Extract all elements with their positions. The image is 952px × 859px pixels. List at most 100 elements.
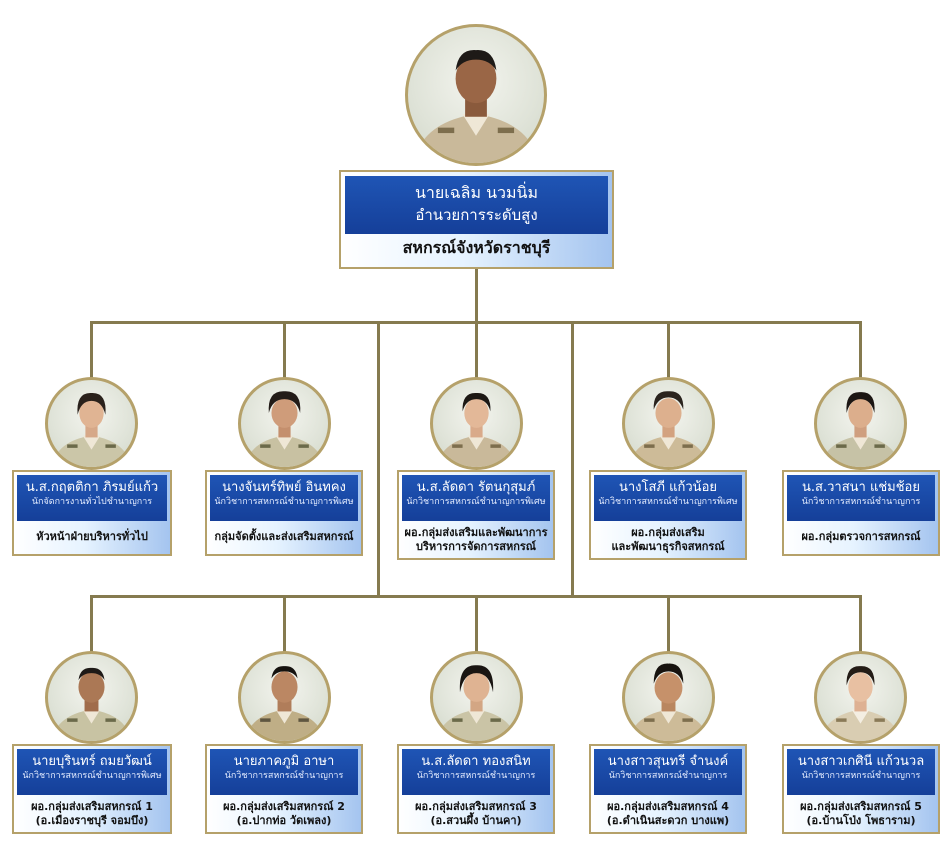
person-portrait-icon [820,666,901,741]
row2-unit-4-line-2: (อ.ดำเนินสะดวก บางแพ) [606,814,730,827]
director-position: อำนวยการระดับสูง [415,206,538,224]
row2-position-4: นักวิชาการสหกรณ์ชำนาญการ [608,771,728,781]
row1-unit-5: ผอ.กลุ่มตรวจการสหกรณ์ [786,530,936,544]
row1-position-2: นักวิชาการสหกรณ์ชำนาญการพิเศษ [214,497,354,507]
row2-unit-3-line-2: (อ.สวนผึ้ง บ้านคา) [430,814,522,827]
row2-unit-1: ผอ.กลุ่มส่งเสริมสหกรณ์ 1 (อ.เมืองราชบุรี… [16,800,168,828]
row1-photo-4 [622,377,715,470]
person-portrait-icon [628,663,709,741]
director-card: นายเฉลิม นวมนิ่ม อำนวยการระดับสูง สหกรณ์… [339,170,614,269]
row1-unit-4-line-2: และพัฒนาธุรกิจสหกรณ์ [611,540,725,553]
person-portrait-icon [436,393,517,467]
row1-card-1-header: น.ส.กฤตติกา ภิรมย์แก้ว นักจัดการงานทั่วไ… [17,475,167,521]
row1-unit-4: ผอ.กลุ่มส่งเสริม และพัฒนาธุรกิจสหกรณ์ [593,526,743,554]
row2-unit-2-line-1: ผอ.กลุ่มส่งเสริมสหกรณ์ 2 [223,800,345,813]
row1-card-4-header: นางโสภี แก้วน้อย นักวิชาการสหกรณ์ชำนาญกา… [594,475,742,521]
row1-card-4: นางโสภี แก้วน้อย นักวิชาการสหกรณ์ชำนาญกา… [589,470,747,560]
row2-position-1: นักวิชาการสหกรณ์ชำนาญการพิเศษ [22,771,162,781]
row2-card-1-header: นายบุรินทร์ ถมยวัฒน์ นักวิชาการสหกรณ์ชำน… [17,749,167,795]
row2-unit-1-line-1: ผอ.กลุ่มส่งเสริมสหกรณ์ 1 [31,800,153,813]
row2-card-1: นายบุรินทร์ ถมยวัฒน์ นักวิชาการสหกรณ์ชำน… [12,744,172,834]
row1-name-1: น.ส.กฤตติกา ภิรมย์แก้ว [25,480,159,495]
row1-photo-2 [238,377,331,470]
row2-photo-2 [238,651,331,744]
row2-unit-5: ผอ.กลุ่มส่งเสริมสหกรณ์ 5 (อ.บ้านโป่ง โพธ… [786,800,936,828]
row1-position-1: นักจัดการงานทั่วไปชำนาญการ [31,497,153,507]
person-portrait-icon [436,665,517,741]
connector-row2-drop-2 [283,595,286,653]
row1-card-5: น.ส.วาสนา แช่มช้อย นักวิชาการสหกรณ์ชำนาญ… [782,470,940,556]
row1-unit-3-line-2: บริหารการจัดการสหกรณ์ [415,540,537,553]
row2-position-3: นักวิชาการสหกรณ์ชำนาญการ [416,771,536,781]
connector-row1-drop-3 [475,321,478,379]
row1-unit-2-line-1: กลุ่มจัดตั้งและส่งเสริมสหกรณ์ [214,530,354,543]
row2-photo-1 [45,651,138,744]
director-name: นายเฉลิม นวมนิ่ม [414,183,539,202]
row2-name-1: นายบุรินทร์ ถมยวัฒน์ [32,754,152,769]
row1-name-2: นางจันทร์ทิพย์ อินทคง [222,480,346,495]
row1-position-5: นักวิชาการสหกรณ์ชำนาญการ [801,497,921,507]
row2-card-3-header: น.ส.ลัดดา ทองสนิท นักวิชาการสหกรณ์ชำนาญก… [402,749,550,795]
row2-card-5-header: นางสาวเกศินี แก้วนวล นักวิชาการสหกรณ์ชำน… [787,749,935,795]
row2-unit-1-line-2: (อ.เมืองราชบุรี จอมบึง) [35,814,149,827]
row2-unit-5-line-1: ผอ.กลุ่มส่งเสริมสหกรณ์ 5 [800,800,922,813]
connector-row2-drop-3 [475,595,478,653]
row1-photo-1 [45,377,138,470]
row1-unit-1: หัวหน้าฝ่ายบริหารทั่วไป [16,530,168,544]
row1-name-3: น.ส.ลัดดา รัตนกุสุมภ์ [416,480,536,495]
row2-card-2: นายภาคภูมิ อาษา นักวิชาการสหกรณ์ชำนาญการ… [205,744,363,834]
row2-position-2: นักวิชาการสหกรณ์ชำนาญการ [224,771,344,781]
director-photo [405,24,547,166]
row1-photo-3 [430,377,523,470]
director-unit: สหกรณ์จังหวัดราชบุรี [402,238,551,257]
row2-card-4-header: นางสาวสุนทรี จำนงค์ นักวิชาการสหกรณ์ชำนา… [594,749,742,795]
row1-unit-5-line-1: ผอ.กลุ่มตรวจการสหกรณ์ [801,530,921,543]
connector-row1-drop-2 [283,321,286,379]
connector-row1-drop-1 [90,321,93,379]
person-portrait-icon [628,391,709,467]
row1-photo-5 [814,377,907,470]
row2-card-5: นางสาวเกศินี แก้วนวล นักวิชาการสหกรณ์ชำน… [782,744,940,834]
row2-unit-3: ผอ.กลุ่มส่งเสริมสหกรณ์ 3 (อ.สวนผึ้ง บ้าน… [401,800,551,828]
row1-card-1: น.ส.กฤตติกา ภิรมย์แก้ว นักจัดการงานทั่วไ… [12,470,172,556]
row1-name-4: นางโสภี แก้วน้อย [618,480,717,495]
row1-card-3: น.ส.ลัดดา รัตนกุสุมภ์ นักวิชาการสหกรณ์ชำ… [397,470,555,560]
connector-row2-drop-4 [667,595,670,653]
row1-card-2-header: นางจันทร์ทิพย์ อินทคง นักวิชาการสหกรณ์ชำ… [210,475,358,521]
row1-position-3: นักวิชาการสหกรณ์ชำนาญการพิเศษ [406,497,546,507]
person-portrait-icon [244,391,325,467]
row1-unit-3-line-1: ผอ.กลุ่มส่งเสริมและพัฒนาการ [404,526,548,539]
row2-unit-4: ผอ.กลุ่มส่งเสริมสหกรณ์ 4 (อ.ดำเนินสะดวก … [593,800,743,828]
row1-card-5-header: น.ส.วาสนา แช่มช้อย นักวิชาการสหกรณ์ชำนาญ… [787,475,935,521]
row1-name-5: น.ส.วาสนา แช่มช้อย [802,480,920,495]
row2-name-3: น.ส.ลัดดา ทองสนิท [421,754,531,769]
row2-photo-4 [622,651,715,744]
row2-card-3: น.ส.ลัดดา ทองสนิท นักวิชาการสหกรณ์ชำนาญก… [397,744,555,834]
row2-unit-3-line-1: ผอ.กลุ่มส่งเสริมสหกรณ์ 3 [415,800,537,813]
connector-trunk-right [571,321,574,597]
row2-unit-4-line-1: ผอ.กลุ่มส่งเสริมสหกรณ์ 4 [607,800,729,813]
row1-unit-2: กลุ่มจัดตั้งและส่งเสริมสหกรณ์ [209,530,359,544]
row2-unit-5-line-2: (อ.บ้านโป่ง โพธาราม) [806,814,916,827]
row2-name-5: นางสาวเกศินี แก้วนวล [797,754,925,769]
person-portrait-icon [51,393,132,467]
row1-position-4: นักวิชาการสหกรณ์ชำนาญการพิเศษ [598,497,738,507]
row1-card-3-header: น.ส.ลัดดา รัตนกุสุมภ์ นักวิชาการสหกรณ์ชำ… [402,475,550,521]
row2-unit-2: ผอ.กลุ่มส่งเสริมสหกรณ์ 2 (อ.ปากท่อ วัดเพ… [209,800,359,828]
row1-card-2: นางจันทร์ทิพย์ อินทคง นักวิชาการสหกรณ์ชำ… [205,470,363,556]
person-portrait-icon [820,392,901,467]
row2-photo-3 [430,651,523,744]
person-portrait-icon [51,667,132,741]
row2-position-5: นักวิชาการสหกรณ์ชำนาญการ [801,771,921,781]
row2-card-4: นางสาวสุนทรี จำนงค์ นักวิชาการสหกรณ์ชำนา… [589,744,747,834]
connector-row1-drop-5 [859,321,862,379]
connector-trunk-left [377,321,380,597]
row2-name-2: นายภาคภูมิ อาษา [233,754,335,769]
connector-row1-drop-4 [667,321,670,379]
connector-director-down [475,268,478,323]
row2-photo-5 [814,651,907,744]
connector-row2-drop-5 [859,595,862,653]
person-portrait-icon [244,666,325,741]
person-portrait-icon [413,50,539,163]
connector-row2-drop-1 [90,595,93,653]
